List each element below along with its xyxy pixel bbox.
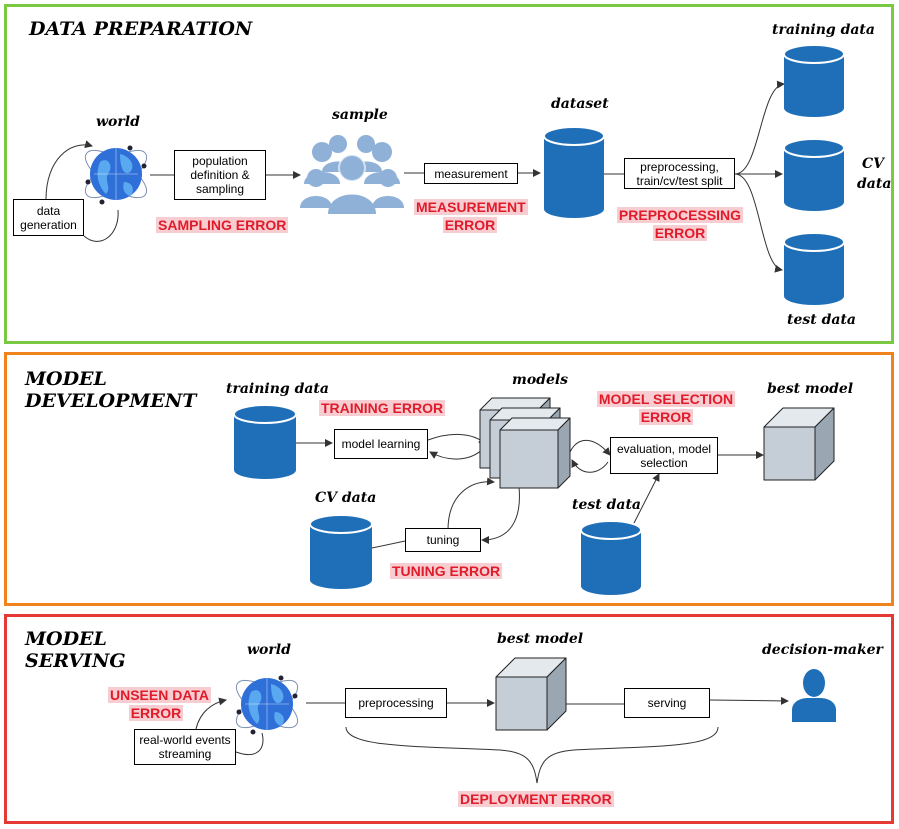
cv-data-label-line2: data [857, 176, 892, 192]
test-data-database-icon [783, 232, 845, 305]
people-group-icon [300, 135, 404, 214]
measurement-error-line1: MEASUREMENT [414, 199, 528, 215]
model-selection-error-line1: MODEL SELECTION [596, 391, 736, 407]
training-data-database-icon [783, 44, 845, 117]
world-label: world [96, 114, 140, 130]
tuning-error-label: TUNING ERROR [390, 562, 503, 580]
preprocessing-error-line2: ERROR [652, 225, 708, 241]
measurement-error-line2: ERROR [442, 217, 498, 233]
md-test-data-database-icon [580, 520, 642, 595]
person-icon [792, 669, 836, 722]
training-error-label: TRAINING ERROR [319, 399, 446, 417]
model-development-title-line2: DEVELOPMENT [25, 390, 197, 412]
globe-icon [84, 145, 148, 205]
serving-box: serving [624, 688, 710, 718]
training-error-text: TRAINING ERROR [319, 400, 446, 416]
cv-data-database-icon [783, 138, 845, 211]
population-sampling-box: population definition & sampling [174, 150, 266, 200]
evaluation-selection-box: evaluation, model selection [610, 437, 718, 474]
model-selection-error-label: MODEL SELECTION ERROR [594, 390, 738, 426]
md-test-data-label: test data [572, 497, 641, 513]
preprocessing-error-label: PREPROCESSING ERROR [612, 206, 748, 242]
cv-data-label-line1: CV [862, 156, 885, 172]
deployment-error-label: DEPLOYMENT ERROR [458, 790, 614, 808]
preprocessing-error-line1: PREPROCESSING [616, 207, 744, 223]
ms-best-model-cube-icon [495, 657, 567, 731]
unseen-data-error-line1: UNSEEN DATA [108, 687, 212, 703]
models-cubes-icon [479, 397, 571, 489]
data-preparation-title: DATA PREPARATION [29, 18, 253, 40]
model-serving-title-line1: MODEL [25, 628, 107, 650]
model-learning-box: model learning [334, 429, 428, 459]
model-selection-error-line2: ERROR [638, 409, 694, 425]
sampling-error-text: SAMPLING ERROR [156, 217, 289, 233]
dataset-database-icon [543, 126, 605, 218]
ms-world-label: world [247, 642, 291, 658]
deployment-error-text: DEPLOYMENT ERROR [458, 791, 614, 807]
md-training-data-database-icon [233, 404, 297, 479]
dataset-label: dataset [551, 96, 609, 112]
measurement-error-label: MEASUREMENT ERROR [414, 198, 528, 234]
data-generation-box: data generation [13, 199, 84, 236]
test-data-label: test data [787, 312, 856, 328]
model-serving-title-line2: SERVING [25, 650, 126, 672]
decision-maker-label: decision-maker [762, 642, 883, 658]
tuning-box: tuning [405, 528, 481, 552]
sample-label: sample [332, 107, 388, 123]
unseen-data-error-label: UNSEEN DATA ERROR [108, 686, 212, 722]
ms-globe-icon [235, 675, 299, 735]
md-cv-data-database-icon [309, 514, 373, 589]
md-cv-data-label: CV data [315, 490, 377, 506]
model-development-section [4, 352, 894, 606]
models-label: models [512, 372, 569, 388]
ms-best-model-label: best model [497, 631, 584, 647]
tuning-error-text: TUNING ERROR [390, 563, 503, 579]
md-best-model-label: best model [767, 381, 854, 397]
sampling-error-label: SAMPLING ERROR [156, 216, 289, 234]
data-preparation-section [4, 4, 894, 344]
model-serving-section [4, 614, 894, 824]
md-training-data-label: training data [226, 381, 329, 397]
model-development-title-line1: MODEL [25, 368, 107, 390]
training-data-label: training data [772, 22, 875, 38]
unseen-data-error-line2: ERROR [128, 705, 184, 721]
measurement-box: measurement [424, 163, 518, 184]
preprocessing-split-box: preprocessing, train/cv/test split [624, 158, 735, 189]
ms-preprocessing-box: preprocessing [345, 688, 447, 718]
best-model-cube-icon [763, 407, 835, 481]
real-world-streaming-box: real-world events streaming [134, 729, 236, 765]
